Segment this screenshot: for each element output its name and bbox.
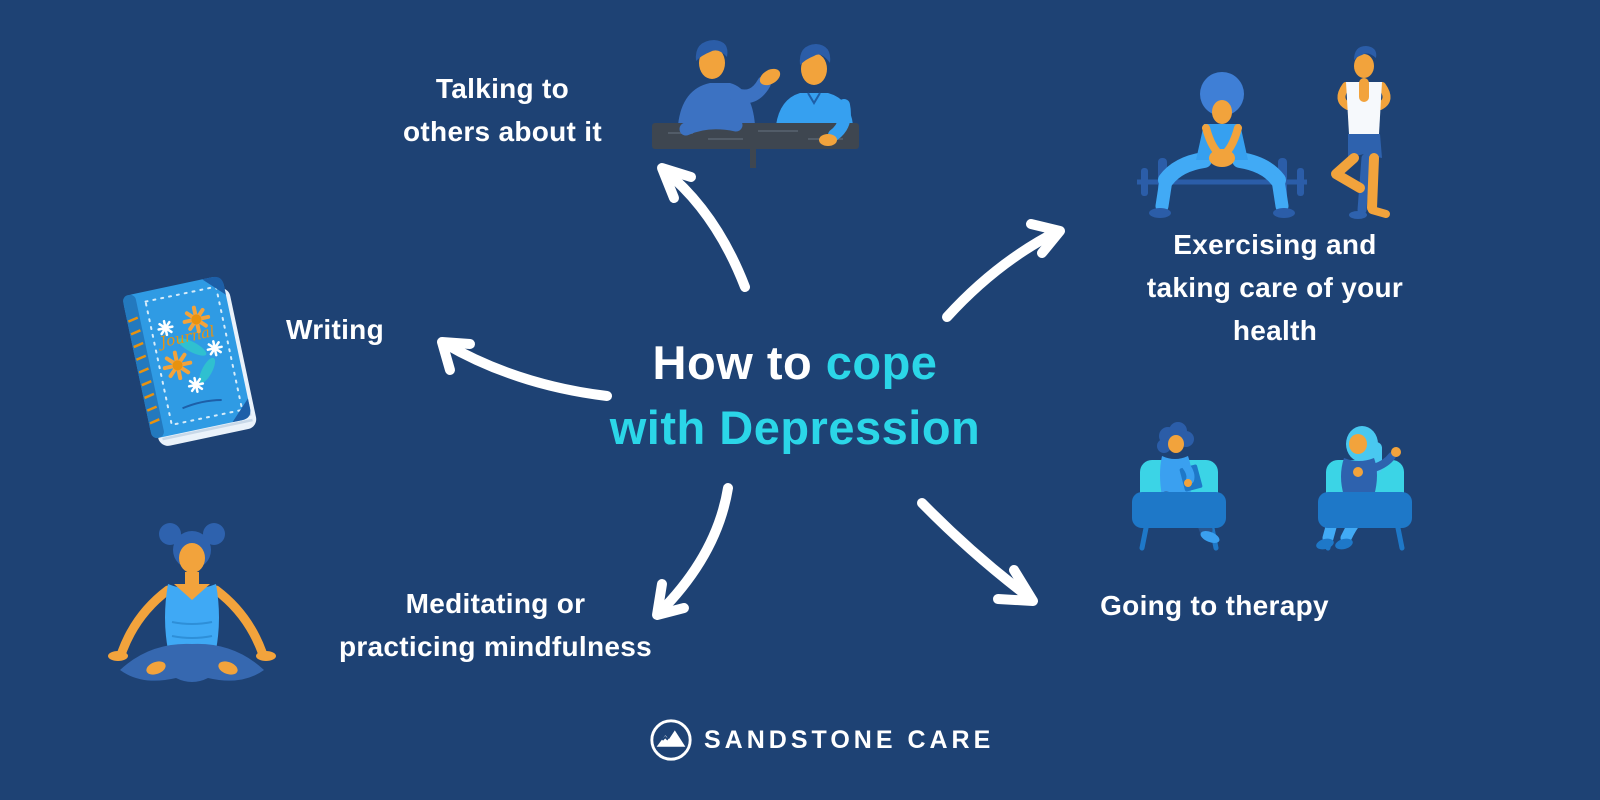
exercising-illustration-icon <box>1137 46 1391 219</box>
title-line1-white: How to <box>652 336 826 389</box>
arrow-to-exercising-icon <box>942 219 1065 322</box>
talking-to-others-illustration-icon <box>652 40 859 168</box>
title-line1-cyan: cope <box>825 336 938 389</box>
title-line-2: with Depression <box>609 401 981 454</box>
label-exercising: Exercising and taking care of your healt… <box>1146 229 1404 346</box>
writing-journal-illustration-icon: Journal <box>123 276 257 446</box>
brand-logo: SANDSTONE CARE <box>648 717 994 763</box>
brand-name: SANDSTONE CARE <box>704 726 995 754</box>
therapy-illustration-icon <box>1132 422 1412 551</box>
arrow-to-therapy-icon <box>917 498 1038 606</box>
sandstone-care-mountain-icon <box>650 719 692 761</box>
label-meditating: Meditating or practicing mindfulness <box>338 588 653 662</box>
arrow-to-talking-icon <box>657 163 750 292</box>
label-writing: Writing <box>285 314 384 345</box>
page-title: How to cope with Depression <box>545 330 1045 460</box>
label-going-to-therapy: Going to therapy <box>1100 590 1329 621</box>
title-line-1: How to cope <box>545 330 1045 395</box>
meditating-illustration-icon <box>108 523 276 682</box>
label-talking-to-others: Talking to others about it <box>403 73 602 147</box>
